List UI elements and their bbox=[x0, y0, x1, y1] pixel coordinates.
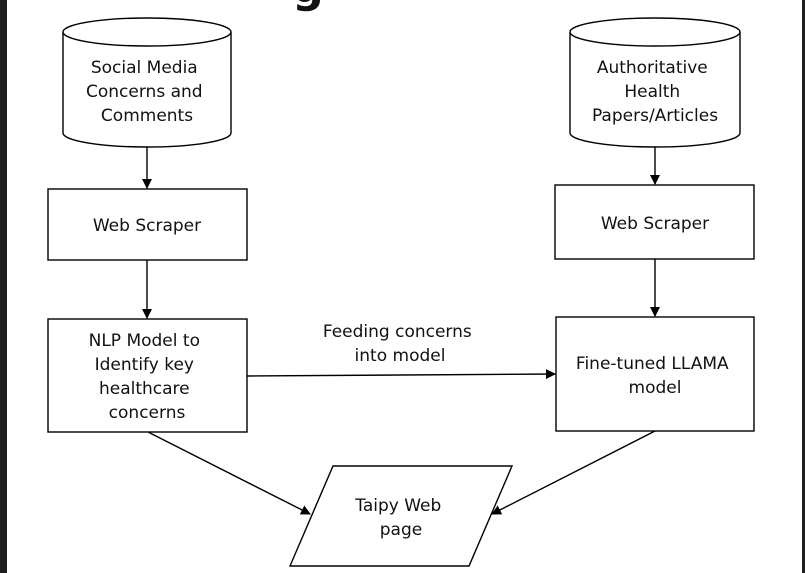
edge-llama-to-taipy bbox=[491, 430, 656, 515]
taipy-web-page-node: Taipy Web page bbox=[288, 465, 514, 567]
svg-text:Social Media Concerns: Social Media Concerns and Comments bbox=[86, 58, 208, 126]
svg-text:Authoritative Health: Authoritative Health Papers/Articles bbox=[592, 58, 718, 126]
svg-text:Taipy Web page: Taipy Web page bbox=[354, 496, 446, 540]
cropped-title-fragment: g bbox=[292, 0, 324, 13]
edge-nlp-to-llama bbox=[246, 369, 556, 380]
llama-model-node: Fine-tuned LLAMA model bbox=[555, 316, 755, 432]
social-media-database-node: Social Media Concerns and Comments bbox=[62, 17, 232, 148]
svg-text:Web Scraper: Web Scraper bbox=[601, 214, 709, 234]
svg-text:NLP Model to Identify: NLP Model to Identify key healthcare con… bbox=[89, 331, 206, 423]
edges bbox=[142, 147, 660, 515]
web-scraper-left-node: Web Scraper bbox=[47, 188, 248, 261]
svg-text:Fine-tuned LLAMA model: Fine-tuned LLAMA model bbox=[576, 354, 734, 398]
svg-text:Web Scraper: Web Scraper bbox=[93, 216, 201, 236]
health-papers-database-node: Authoritative Health Papers/Articles bbox=[569, 17, 741, 148]
edge-nlp-to-taipy bbox=[147, 431, 311, 515]
edge-label-feeding-concerns: Feeding concerns into model bbox=[323, 322, 477, 366]
web-scraper-right-node: Web Scraper bbox=[554, 184, 755, 260]
nlp-model-node: NLP Model to Identify key healthcare con… bbox=[47, 318, 248, 433]
